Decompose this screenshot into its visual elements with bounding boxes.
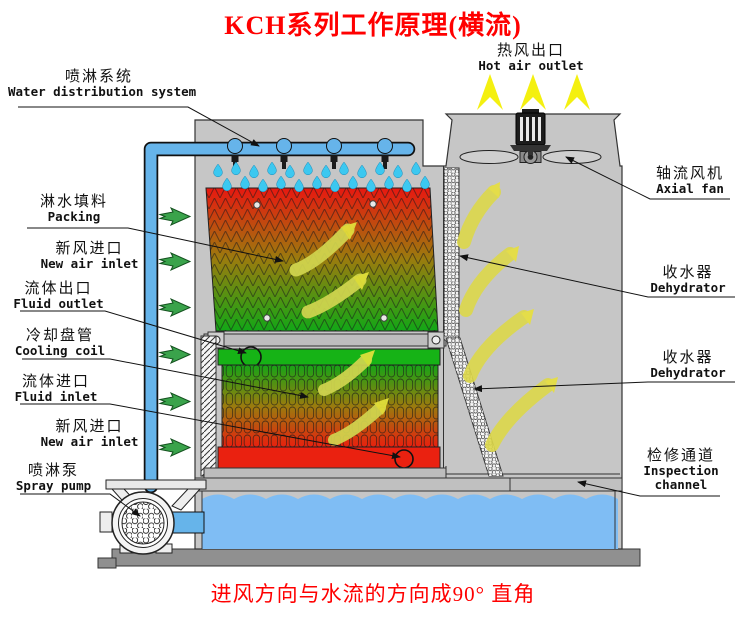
dehydrator-vertical [443,167,460,341]
packing-airflow-arrows [289,222,369,319]
hot-air-arrows [477,74,590,110]
leader-fluid-outlet [20,310,247,355]
label-water-distribution-system: 喷淋系统 Water distribution system [8,67,197,99]
leader-packing [27,227,284,263]
leader-dehydrator-upper [459,254,735,298]
leader-water-distribution [18,106,260,147]
label-inspection-channel: 检修通道 Inspection channel [643,446,719,492]
leader-lines [18,106,735,517]
tower-base [97,548,641,569]
label-fluid-outlet: 流体出口 Fluid outlet [13,279,104,311]
pump-fan-guard [121,501,165,545]
leader-spray-pump [20,493,141,517]
leader-fluid-inlet [20,403,401,460]
packing-bolt [263,314,271,322]
label-hot-air-outlet: 热风出口 Hot air outlet [478,41,584,73]
label-spray-pump: 喷淋泵 Spray pump [15,461,92,493]
leader-axial-fan [565,156,730,200]
leader-dehydrator-lower [473,381,735,393]
coil-side-wall [200,335,217,477]
plenum-airflow-arrows [457,182,558,452]
sprinkler-nozzles [227,138,393,169]
packing-bolt [253,201,261,209]
water-basin [201,491,618,549]
fluid-inlet-header [217,446,441,469]
label-axial-fan: 轴流风机 Axial fan [655,164,724,196]
page-title: KCH系列工作原理(横流) [224,11,522,40]
label-dehydrator-lower: 收水器 Dehydrator [650,348,726,380]
label-new-air-inlet-upper: 新风进口 New air inlet [40,239,139,271]
label-dehydrator-upper: 收水器 Dehydrator [650,263,726,295]
fluid-outlet-header [217,346,441,368]
coil-airflow-arrows [318,350,389,446]
bottom-caption: 进风方向与水流的方向成90° 直角 [210,582,536,606]
spray-pipe [143,138,416,494]
leader-inspection-channel [577,480,720,497]
cooling-coil-body [221,364,439,448]
label-cooling-coil: 冷却盘管 Cooling coil [14,326,106,358]
packing-bolt [380,314,388,322]
label-packing: 淋水填料 Packing [39,192,108,224]
spray-pump-assembly [99,479,207,555]
coil-chamber-floor [203,467,447,479]
label-new-air-inlet-lower: 新风进口 New air inlet [40,417,139,449]
packing-bolt [369,200,377,208]
label-fluid-inlet: 流体进口 Fluid inlet [14,372,98,404]
leader-cooling-coil [22,358,309,399]
fan-motor [510,109,551,155]
coil-support-frame [203,331,447,349]
